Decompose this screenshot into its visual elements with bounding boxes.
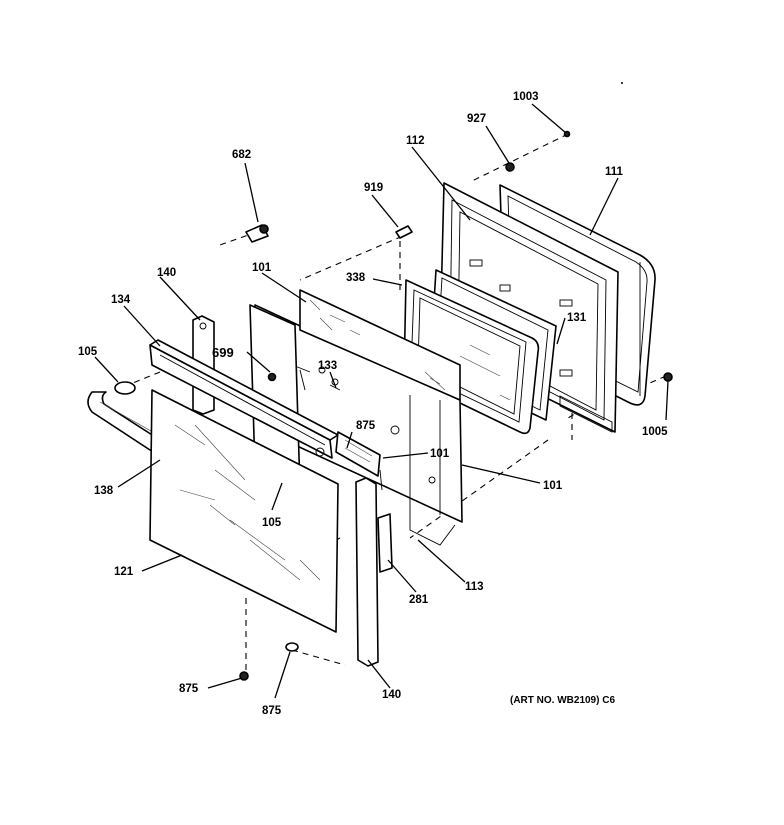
hinge-281 — [377, 469, 393, 573]
callout-140-bottom: 140 — [382, 689, 401, 701]
window-glass-338 — [403, 279, 540, 435]
leader-lines — [94, 103, 669, 699]
callout-1005: 1005 — [642, 426, 668, 438]
callout-134: 134 — [111, 294, 131, 306]
endcap-105-left — [114, 381, 136, 395]
callout-112: 112 — [406, 135, 425, 147]
callout-875-bottom: 875 — [262, 705, 282, 717]
callout-682: 682 — [232, 149, 251, 161]
callout-138: 138 — [94, 485, 114, 497]
art-number-label: (ART NO. WB2109) C6 — [510, 695, 615, 706]
pin-919 — [395, 225, 413, 239]
callout-140-top: 140 — [157, 267, 176, 279]
outer-glass-121 — [149, 389, 339, 633]
callout-699: 699 — [212, 345, 234, 360]
callout-121: 121 — [114, 566, 134, 578]
callout-111: 111 — [605, 166, 624, 178]
screw-1005 — [663, 372, 673, 382]
callout-875-left: 875 — [179, 683, 199, 695]
callout-101-top: 101 — [252, 262, 272, 274]
screw-699 — [267, 372, 277, 382]
door-liner-113 — [254, 289, 463, 546]
callout-875-mid: 875 — [356, 420, 376, 432]
callout-131: 131 — [567, 312, 587, 324]
callout-labels: 1003 927 112 111 682 919 338 140 101 134… — [78, 91, 668, 717]
callout-105-left: 105 — [78, 346, 98, 358]
callout-281: 281 — [409, 594, 429, 606]
stray-dot — [621, 82, 623, 84]
callout-105-bottom: 105 — [262, 517, 282, 529]
callout-101-mid: 101 — [430, 448, 450, 460]
screw-682 — [245, 224, 269, 243]
callout-338: 338 — [346, 272, 366, 284]
callout-101-right: 101 — [543, 480, 563, 492]
callout-133: 133 — [318, 360, 337, 372]
side-trim-140-bottom — [355, 477, 379, 667]
hinge-bracket-875-mid — [335, 431, 381, 477]
callout-927: 927 — [467, 113, 486, 125]
screw-927 — [505, 162, 515, 172]
callout-1003: 1003 — [513, 91, 539, 103]
callout-919: 919 — [364, 182, 383, 194]
screw-875-bottom — [285, 642, 299, 652]
callout-113: 113 — [465, 581, 484, 593]
